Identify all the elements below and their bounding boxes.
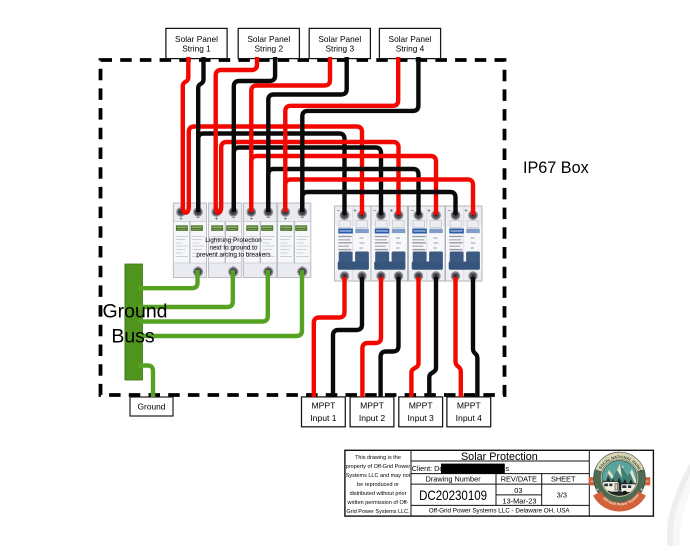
svg-text:13-Mar-23: 13-Mar-23 — [503, 496, 537, 505]
svg-text:Input 4: Input 4 — [456, 413, 483, 423]
svg-text:Client: Do: Client: Do — [412, 464, 444, 473]
svg-text:03: 03 — [514, 486, 522, 495]
svg-text:next to ground to: next to ground to — [210, 244, 258, 251]
svg-text:MPPT: MPPT — [457, 401, 482, 411]
svg-text:s: s — [506, 464, 510, 473]
svg-text:Ground: Ground — [138, 402, 166, 412]
svg-text:Off-Grid Power Systems LLC - D: Off-Grid Power Systems LLC - Delaware OH… — [429, 507, 571, 514]
svg-text:Input 3: Input 3 — [408, 413, 435, 423]
svg-text:Drawing Number: Drawing Number — [426, 475, 482, 484]
svg-text:+: + — [427, 209, 431, 215]
svg-text:Systems LLC and may not: Systems LLC and may not — [346, 473, 411, 479]
svg-text:+: + — [284, 217, 287, 223]
svg-text:−: − — [411, 209, 415, 215]
svg-text:SHEET: SHEET — [551, 475, 576, 484]
svg-text:+: + — [179, 217, 182, 223]
svg-text:MPPT: MPPT — [409, 401, 434, 411]
svg-text:Grid Power Systems LLC.: Grid Power Systems LLC. — [346, 509, 410, 515]
svg-text:−: − — [337, 209, 341, 215]
svg-text:+: + — [215, 217, 218, 223]
svg-text:IP67 Box: IP67 Box — [523, 159, 589, 177]
svg-text:3/3: 3/3 — [557, 491, 567, 500]
svg-text:+: + — [250, 217, 253, 223]
svg-text:−: − — [266, 215, 270, 222]
svg-text:prevent arcing to breakers: prevent arcing to breakers — [196, 252, 270, 259]
svg-text:Solar Protection: Solar Protection — [461, 451, 538, 463]
svg-text:Lightning Protection: Lightning Protection — [205, 237, 262, 244]
svg-text:MPPT: MPPT — [311, 401, 336, 411]
svg-text:String 1: String 1 — [182, 44, 211, 54]
svg-text:+: + — [464, 209, 468, 215]
svg-text:−: − — [231, 215, 235, 222]
svg-text:Ground: Ground — [102, 300, 167, 322]
svg-text:Solar Panel: Solar Panel — [318, 34, 361, 44]
svg-text:+: + — [353, 209, 357, 215]
svg-text:Input 1: Input 1 — [310, 413, 337, 423]
svg-text:distributed without prior: distributed without prior — [350, 491, 407, 497]
svg-text:Solar Panel: Solar Panel — [247, 34, 290, 44]
svg-text:+: + — [390, 209, 394, 215]
svg-text:Solar Panel: Solar Panel — [175, 34, 218, 44]
svg-text:String 2: String 2 — [255, 44, 284, 54]
svg-text:DC20230109: DC20230109 — [419, 487, 487, 503]
svg-text:−: − — [300, 215, 304, 222]
svg-text:REV/DATE: REV/DATE — [501, 475, 537, 484]
svg-text:String 4: String 4 — [396, 44, 425, 54]
svg-text:This drawing is the: This drawing is the — [355, 455, 401, 461]
svg-text:−: − — [373, 209, 377, 215]
svg-text:property of Off-Grid Power: property of Off-Grid Power — [346, 464, 411, 470]
svg-text:written permission of Off-: written permission of Off- — [346, 500, 408, 506]
svg-text:Input 2: Input 2 — [359, 413, 386, 423]
svg-text:−: − — [196, 215, 200, 222]
svg-text:−: − — [448, 209, 452, 215]
svg-text:Buss: Buss — [111, 325, 155, 347]
svg-text:MPPT: MPPT — [360, 401, 385, 411]
svg-text:be reproduced or: be reproduced or — [357, 482, 399, 488]
svg-text:Solar Panel: Solar Panel — [389, 34, 432, 44]
svg-text:String 3: String 3 — [326, 44, 355, 54]
